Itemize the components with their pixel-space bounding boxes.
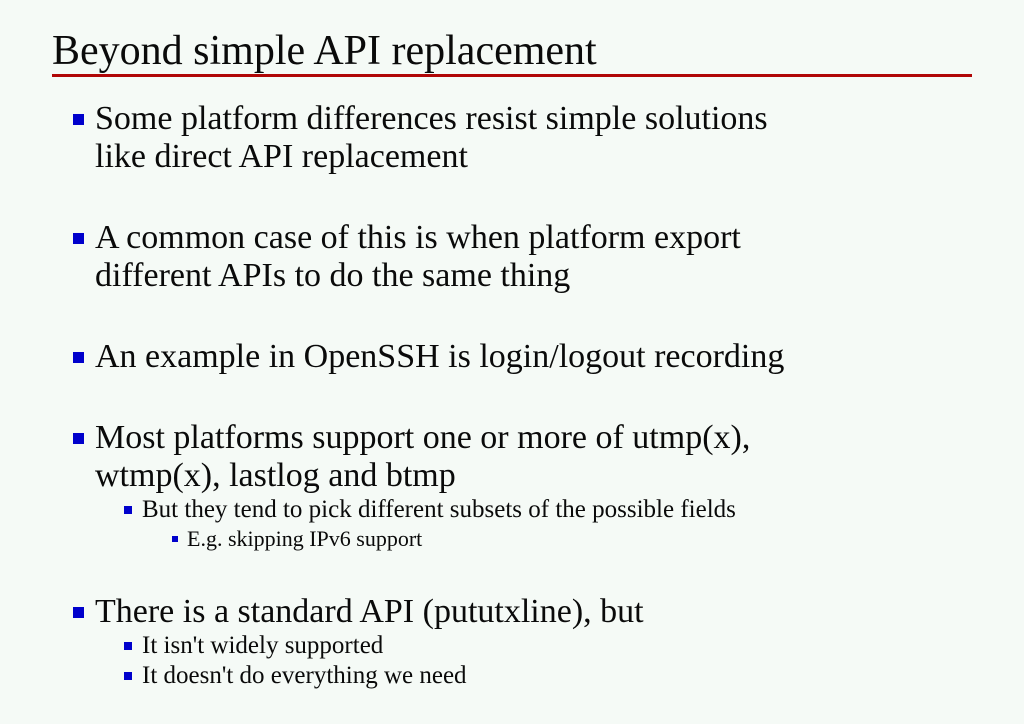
list-item-line: There is a standard API (pututxline), bu… xyxy=(95,593,644,630)
list-item-line: wtmp(x), lastlog and btmp xyxy=(95,457,456,494)
title-underline-rule xyxy=(52,74,972,77)
list-item-label: It isn't widely supported xyxy=(142,632,384,659)
square-bullet-icon xyxy=(124,642,132,650)
spacer xyxy=(0,376,1024,419)
square-bullet-icon xyxy=(73,433,84,444)
list-item: A common case of this is when platform e… xyxy=(0,219,1024,295)
square-bullet-icon xyxy=(73,352,84,363)
list-item-label: There is a standard API (pututxline), bu… xyxy=(95,593,975,631)
list-item-label: Most platforms support one or more of ut… xyxy=(95,419,975,495)
list-item-label: It doesn't do everything we need xyxy=(142,662,467,689)
list-item-label: An example in OpenSSH is login/logout re… xyxy=(95,338,975,376)
list-item-line: A common case of this is when platform e… xyxy=(95,219,741,256)
square-bullet-icon xyxy=(124,672,132,680)
list-item-line: different APIs to do the same thing xyxy=(95,257,571,294)
slide-body: Some platform differences resist simple … xyxy=(0,100,1024,691)
list-item-line: like direct API replacement xyxy=(95,138,468,175)
list-item: It doesn't do everything we need xyxy=(0,661,1024,691)
bullet-list-level-3: E.g. skipping IPv6 support xyxy=(0,525,1024,553)
square-bullet-icon xyxy=(73,233,84,244)
bullet-list-level-1: Some platform differences resist simple … xyxy=(0,100,1024,691)
list-item-label: But they tend to pick different subsets … xyxy=(142,496,736,523)
list-item: There is a standard API (pututxline), bu… xyxy=(0,593,1024,631)
list-item: But they tend to pick different subsets … xyxy=(0,495,1024,525)
page-title: Beyond simple API replacement xyxy=(52,28,597,74)
slide-title-block: Beyond simple API replacement xyxy=(52,28,972,74)
list-item: Most platforms support one or more of ut… xyxy=(0,419,1024,495)
spacer xyxy=(0,176,1024,219)
spacer xyxy=(0,295,1024,338)
square-bullet-icon xyxy=(124,506,132,514)
nested-list-container: E.g. skipping IPv6 support xyxy=(0,525,1024,553)
list-item: An example in OpenSSH is login/logout re… xyxy=(0,338,1024,376)
nested-list-container: It isn't widely supported It doesn't do … xyxy=(0,631,1024,691)
square-bullet-icon xyxy=(172,536,178,542)
list-item-line: Most platforms support one or more of ut… xyxy=(95,419,751,456)
spacer xyxy=(0,553,1024,593)
list-item-label: Some platform differences resist simple … xyxy=(95,100,975,176)
list-item: E.g. skipping IPv6 support xyxy=(0,525,1024,553)
bullet-list-level-2: It isn't widely supported It doesn't do … xyxy=(0,631,1024,691)
list-item-label: E.g. skipping IPv6 support xyxy=(187,526,423,551)
list-item-line: Some platform differences resist simple … xyxy=(95,100,768,137)
list-item-line: An example in OpenSSH is login/logout re… xyxy=(95,338,785,375)
square-bullet-icon xyxy=(73,114,84,125)
bullet-list-level-2: But they tend to pick different subsets … xyxy=(0,495,1024,553)
nested-list-container: But they tend to pick different subsets … xyxy=(0,495,1024,553)
list-item-label: A common case of this is when platform e… xyxy=(95,219,975,295)
square-bullet-icon xyxy=(73,607,84,618)
list-item: It isn't widely supported xyxy=(0,631,1024,661)
list-item: Some platform differences resist simple … xyxy=(0,100,1024,176)
